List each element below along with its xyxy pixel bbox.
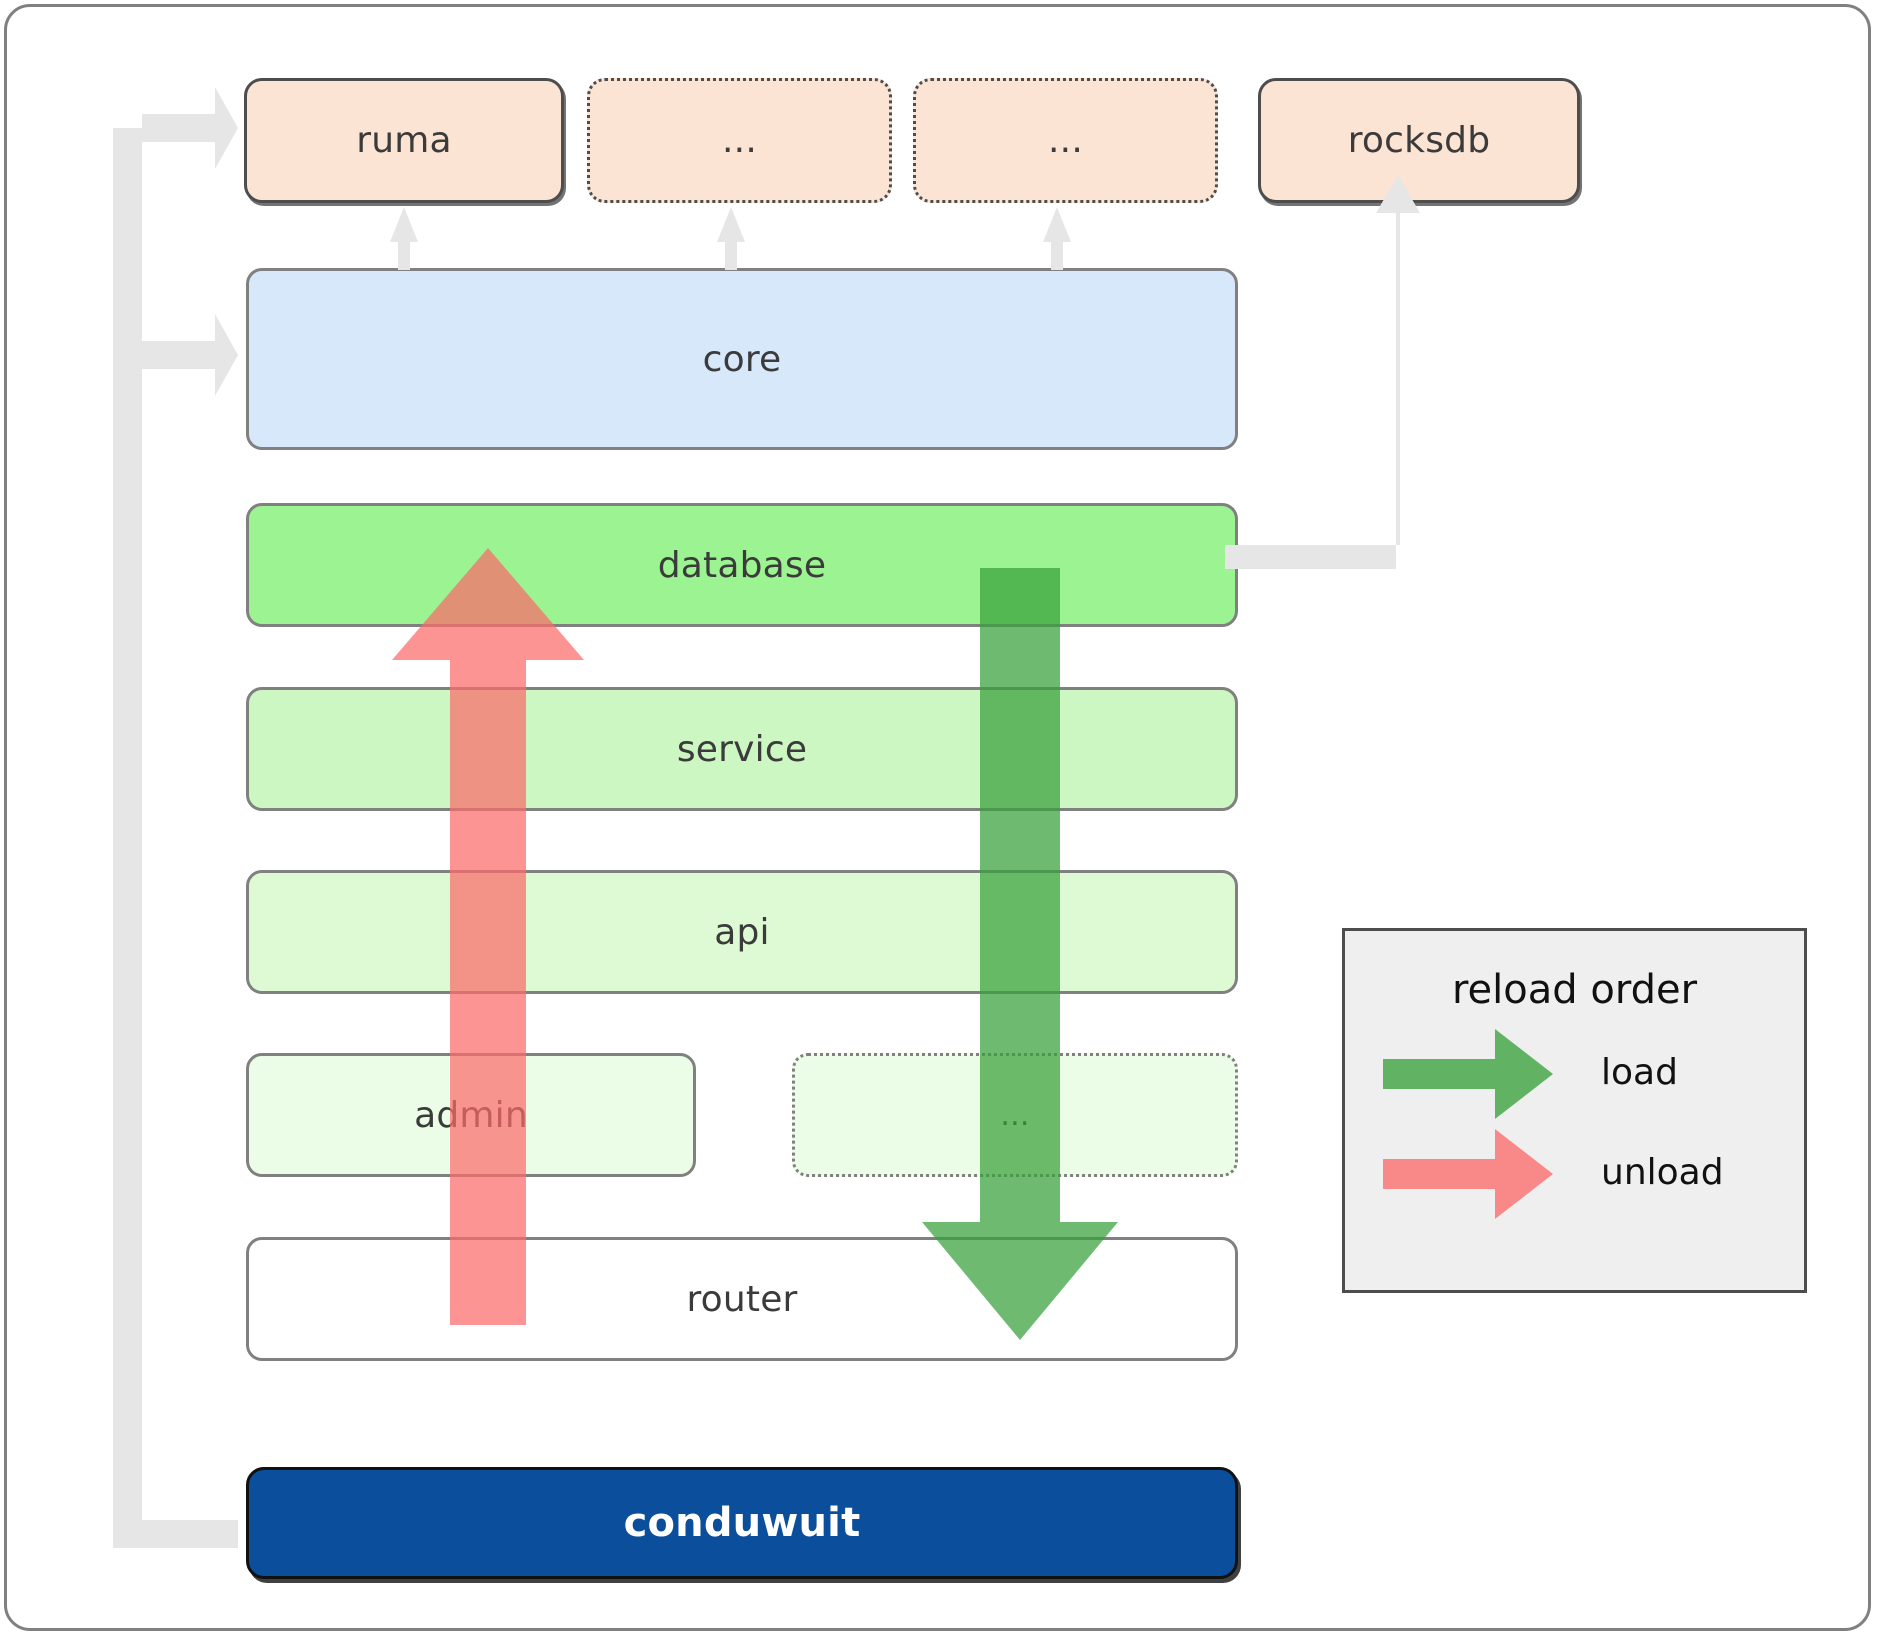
dep-node-ruma-label: ruma	[356, 120, 452, 161]
layer-node-database-label: database	[657, 544, 827, 586]
layer-node-service[interactable]: service	[246, 687, 1238, 811]
legend-label-unload: unload	[1601, 1152, 1724, 1193]
legend-unload-arrow	[1383, 1129, 1553, 1219]
dep-node-dots-1-label: ...	[722, 120, 757, 161]
diagram-frame	[4, 4, 1871, 1631]
dep-node-ruma[interactable]: ruma	[244, 78, 564, 203]
layer-node-admin-label: admin	[414, 1094, 528, 1136]
layer-node-database[interactable]: database	[246, 503, 1238, 627]
legend-title: reload order	[1451, 967, 1698, 1013]
dep-node-dots-2-label: ...	[1048, 120, 1083, 161]
legend-arrow-swatches	[1383, 1029, 1553, 1219]
legend-label-load: load	[1601, 1052, 1678, 1093]
layer-node-admin[interactable]: admin	[246, 1053, 696, 1177]
layer-node-extra-label: ...	[1000, 1097, 1030, 1133]
root-node-conduwuit[interactable]: conduwuit	[246, 1467, 1238, 1579]
layer-node-service-label: service	[676, 728, 808, 770]
layer-node-core[interactable]: core	[246, 268, 1238, 450]
layer-node-router-label: router	[686, 1278, 798, 1320]
dep-node-dots-2[interactable]: ...	[913, 78, 1218, 203]
dep-node-dots-1[interactable]: ...	[587, 78, 892, 203]
dep-node-rocksdb[interactable]: rocksdb	[1258, 78, 1580, 203]
layer-node-router[interactable]: router	[246, 1237, 1238, 1361]
layer-node-api-label: api	[714, 911, 770, 953]
layer-node-api[interactable]: api	[246, 870, 1238, 994]
legend-load-arrow	[1383, 1029, 1553, 1119]
dep-node-rocksdb-label: rocksdb	[1347, 120, 1491, 161]
root-node-conduwuit-label: conduwuit	[623, 1500, 861, 1546]
layer-node-extra[interactable]: ...	[792, 1053, 1238, 1177]
layer-node-core-label: core	[702, 338, 782, 380]
legend-box: reload order load unload	[1342, 928, 1807, 1293]
